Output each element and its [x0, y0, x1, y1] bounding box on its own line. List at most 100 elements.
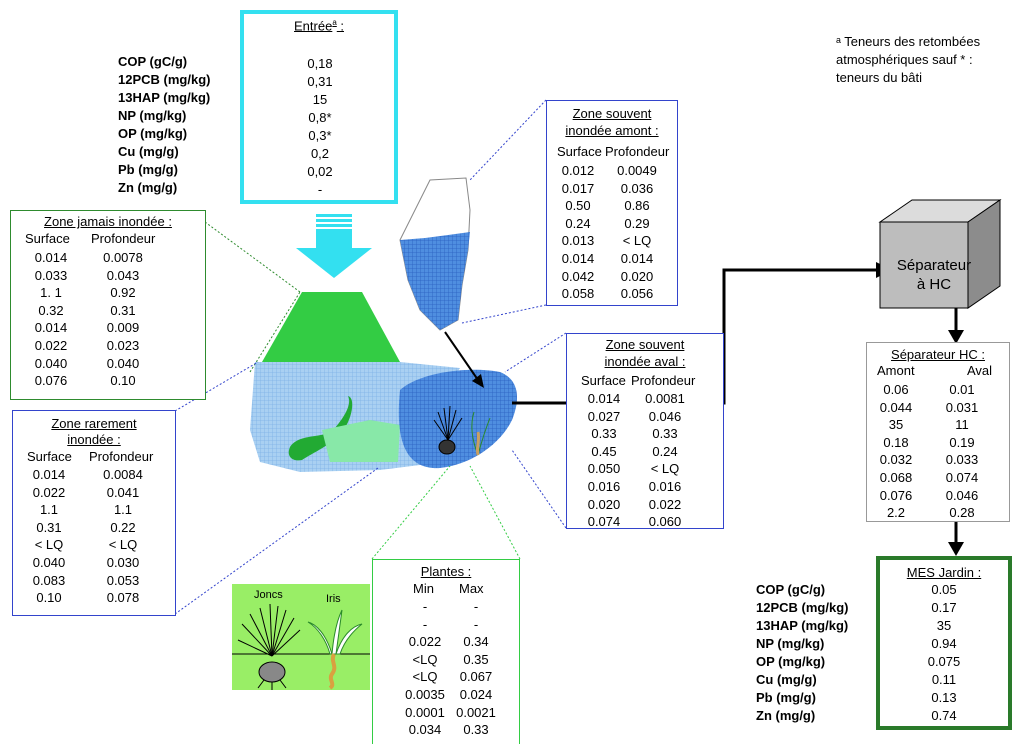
cell-surface: 0.040: [34, 355, 68, 371]
cell-min: <LQ: [412, 651, 438, 667]
table-row: 0.034 0.33: [373, 721, 519, 739]
cell-profondeur: < LQ: [622, 233, 652, 249]
cell-min: 0.034: [408, 722, 442, 738]
zone-jamais-title: Zone jamais inondée :: [44, 214, 172, 229]
zone-amont-title-1: Zone souvent: [572, 106, 652, 121]
cell-profondeur: 0.022: [648, 496, 682, 512]
separator-label-line-1: Séparateur: [896, 257, 972, 274]
entree-value: 0,02: [307, 164, 333, 179]
separator-cube: [878, 199, 1002, 309]
cell-profondeur: 0.078: [106, 590, 140, 606]
cell-surface: 0.014: [561, 250, 595, 266]
cell-surface: 0.020: [587, 496, 621, 512]
entree-value: 0,31: [307, 74, 333, 89]
cell-surface: 0.022: [32, 484, 66, 500]
mes-value: 35: [936, 618, 952, 633]
mes-param: 12PCB (mg/kg): [756, 600, 849, 615]
entree-param: Pb (mg/g): [118, 162, 178, 177]
cell-amont: 2.2: [886, 505, 906, 521]
cell-surface: 0.027: [587, 408, 621, 424]
table-row: --: [373, 616, 519, 634]
cell-profondeur: 0.060: [648, 514, 682, 530]
col-header-aval: Aval: [967, 363, 993, 378]
cell-amont: 35: [888, 417, 904, 433]
cell-max: -: [473, 616, 479, 632]
table-row: < LQ< LQ: [13, 536, 175, 554]
table-row: 0.033 0.043: [11, 267, 205, 285]
cell-min: 0.022: [408, 634, 442, 650]
zone-amont-shape: [399, 177, 471, 331]
entree-value: 0,8*: [308, 110, 332, 125]
cell-surface: 0.32: [38, 302, 64, 318]
col-header-surface: Surface: [557, 144, 602, 159]
entree-param: Zn (mg/g): [118, 180, 178, 195]
zone-aval-title-1: Zone souvent: [605, 337, 685, 352]
cell-profondeur: 0.009: [106, 320, 140, 336]
footnote-line-2: atmosphériques sauf * :: [836, 52, 973, 67]
entree-title-text: Entrée: [294, 18, 333, 34]
cell-surface: 1.1: [39, 502, 59, 518]
entree-title-sup: a: [332, 18, 337, 27]
cell-profondeur: 0.043: [106, 267, 140, 283]
col-header-profondeur: Profondeur: [605, 144, 670, 159]
iris-icon: [307, 609, 363, 690]
separator-label: Séparateur à HC: [886, 256, 982, 294]
iris-label: Iris: [326, 593, 341, 605]
cell-profondeur: 0.0049: [617, 163, 657, 178]
cell-surface: 0.014: [34, 320, 68, 336]
light-green-area: [322, 420, 400, 462]
cell-surface: 0.033: [34, 267, 68, 283]
entree-value: 15: [312, 92, 328, 107]
cell-max: 0.33: [463, 722, 489, 738]
cell-profondeur: 0.053: [106, 572, 140, 588]
cell-min: -: [422, 616, 428, 632]
zone-aval-shape: [398, 369, 517, 469]
col-header-surface: Surface: [27, 449, 72, 464]
zone-rarement-title-1: Zone rarement: [51, 416, 137, 431]
input-arrow: [296, 214, 372, 278]
mes-param: Pb (mg/g): [756, 690, 816, 705]
cell-min: 0.0001: [405, 704, 445, 720]
cell-profondeur: 0.86: [624, 198, 650, 214]
entree-title-colon: :: [336, 18, 344, 34]
mes-value: 0.17: [931, 600, 957, 615]
entree-value: -: [317, 182, 323, 197]
entree-param: 12PCB (mg/kg): [118, 72, 211, 87]
mes-value: 0.94: [931, 636, 957, 651]
cell-aval: 0.031: [945, 399, 979, 415]
cell-profondeur: 0.016: [648, 478, 682, 494]
green-blob: [288, 396, 353, 461]
plantes-title: Plantes :: [420, 564, 472, 579]
col-header-surface: Surface: [581, 373, 626, 388]
table-row: 0.014 0.009: [11, 319, 205, 337]
col-header-profondeur: Profondeur: [89, 449, 154, 464]
footnote: ᵃ Teneurs des retombées atmosphériques s…: [836, 33, 980, 87]
mes-value: 0.13: [931, 690, 957, 705]
cell-surface: 0.040: [32, 554, 66, 570]
entree-param: Cu (mg/g): [118, 144, 179, 159]
